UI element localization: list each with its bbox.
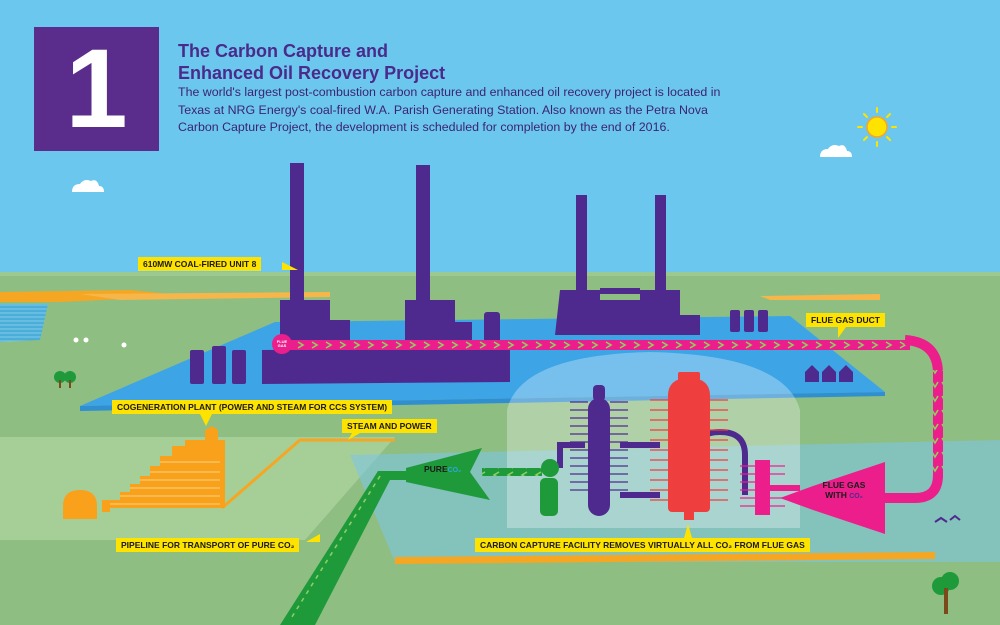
distant-field-right <box>760 294 880 300</box>
flue-gas-duct <box>280 335 943 503</box>
tag-flue-gas-line2: WITH CO₂ <box>822 490 866 502</box>
label-pipeline-co2: CO₂ <box>277 540 295 550</box>
tag-pure-co2-sub: CO₂ <box>447 467 462 474</box>
tree-icon <box>54 371 76 388</box>
flue-gas-badge-text: FLUE GAS <box>272 340 292 348</box>
label-capture-facility: CARBON CAPTURE FACILITY REMOVES VIRTUALL… <box>475 538 810 552</box>
label-capture-text: CARBON CAPTURE FACILITY REMOVES VIRTUALL… <box>480 540 714 550</box>
tree-icon <box>73 337 127 348</box>
label-capture-suffix: FROM FLUE GAS <box>734 540 805 550</box>
bird-icon <box>934 514 961 523</box>
tag-flue-gas-co2: CO₂ <box>849 493 863 500</box>
label-cogeneration: COGENERATION PLANT (POWER AND STEAM FOR … <box>112 400 393 414</box>
tag-flue-gas-with-co2: FLUE GAS WITH CO₂ <box>822 480 866 502</box>
flue-gas-badge <box>272 334 292 354</box>
intro-paragraph: The world's largest post-combustion carb… <box>178 85 721 134</box>
label-pipeline: PIPELINE FOR TRANSPORT OF PURE CO₂ <box>116 538 300 552</box>
section-number: 1 <box>65 26 128 151</box>
steam-power-line <box>221 438 395 510</box>
tree-icon <box>932 572 959 614</box>
capture-pad-orange-edge <box>395 552 935 564</box>
tag-pure-co2: PURECO₂ <box>424 464 461 476</box>
tag-flue-gas-line1: FLUE GAS <box>822 480 866 490</box>
co2-pipeline <box>280 448 542 625</box>
distant-field-mid <box>80 292 330 300</box>
tag-pure-word: PURE <box>424 464 448 474</box>
sun-icon <box>857 107 897 147</box>
flue-gas-inlet-arrow <box>780 462 885 534</box>
label-capture-co2: CO₂ <box>715 540 733 550</box>
page-title-line1: The Carbon Capture and <box>178 41 389 61</box>
label-pipeline-text: PIPELINE FOR TRANSPORT OF PURE <box>121 540 276 550</box>
cogeneration-stripes <box>110 461 220 505</box>
horizon-strip <box>0 272 1000 276</box>
label-steam-power: STEAM AND POWER <box>342 419 437 433</box>
page-title: The Carbon Capture and Enhanced Oil Reco… <box>178 40 738 84</box>
cloud-icon <box>72 180 104 192</box>
tag-flue-gas-with: WITH <box>825 490 847 500</box>
flue-badge-line1: FLUE <box>276 339 288 344</box>
flue-badge-line2: GAS <box>277 343 287 348</box>
label-coal-unit: 610MW COAL-FIRED UNIT 8 <box>138 257 262 271</box>
page-title-line2: Enhanced Oil Recovery Project <box>178 63 446 83</box>
coal-unit-building <box>190 163 853 384</box>
water-left <box>0 304 48 342</box>
capture-equipment <box>540 372 800 520</box>
label-flue-gas-duct: FLUE GAS DUCT <box>806 313 885 327</box>
cloud-icon <box>820 145 852 157</box>
section-number-box: 1 <box>34 27 159 151</box>
